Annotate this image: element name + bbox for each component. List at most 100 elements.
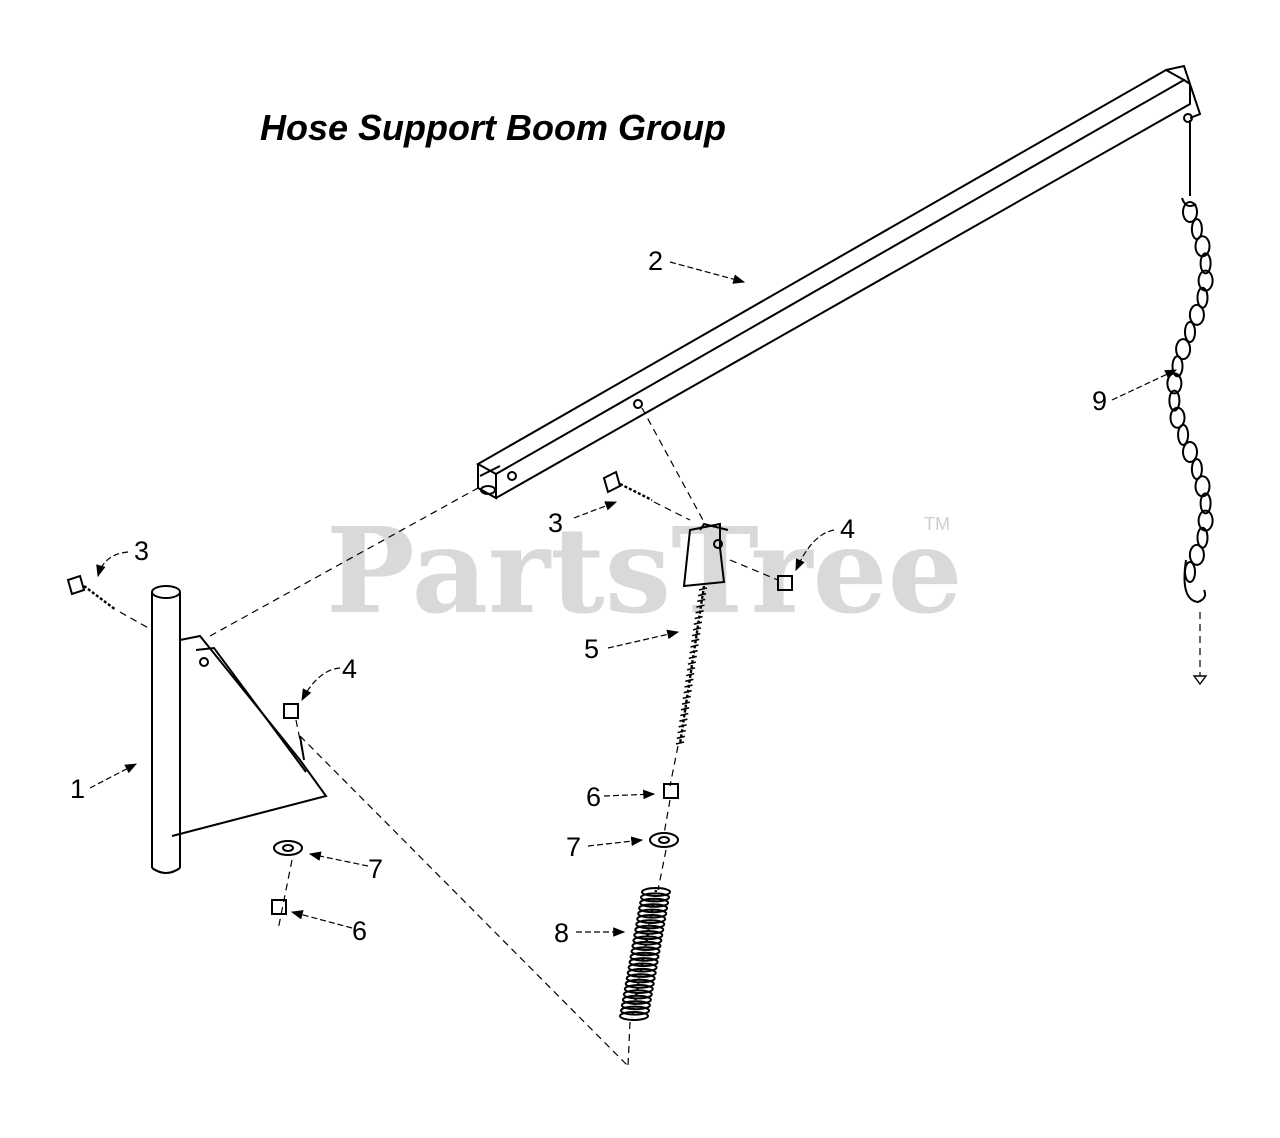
callout-8: 8 (554, 918, 569, 948)
rod-thread (683, 689, 692, 694)
rod-thread (692, 632, 701, 637)
spring-coil (620, 1005, 650, 1016)
spring-coil (633, 930, 664, 941)
spring-coil (631, 940, 662, 951)
rod-thread (682, 695, 691, 700)
boom-tube (475, 64, 1202, 500)
down-arrow-icon (1192, 675, 1208, 686)
rod-thread (692, 627, 702, 631)
rod-thread (695, 610, 704, 614)
rod-thread (680, 712, 689, 717)
spring-coil (639, 897, 670, 908)
rod-thread (678, 724, 687, 728)
chain-links (1166, 201, 1214, 583)
rod-thread (697, 598, 706, 603)
chain-link (1199, 492, 1212, 515)
chain-link (1188, 303, 1205, 326)
spring-bracket (682, 522, 729, 588)
spring-coil (626, 967, 657, 978)
spring-coil (629, 951, 660, 962)
spring-coil (621, 994, 652, 1005)
rod-thread (680, 707, 690, 711)
callout-leaders (89, 261, 1178, 937)
callout-6-center: 6 (586, 782, 601, 812)
washer-left (273, 840, 303, 856)
spring-coil (634, 924, 665, 935)
callout-5: 5 (584, 634, 599, 664)
chain-link (1184, 321, 1196, 343)
rod-thread (686, 672, 695, 677)
assembly-lines (119, 407, 1201, 1067)
chain-link (1168, 389, 1181, 412)
washer-center (649, 832, 679, 848)
spring-coil (628, 957, 659, 968)
rod-thread (696, 604, 705, 608)
chain-link (1169, 406, 1186, 429)
mast-post (151, 585, 181, 874)
nut-lower-left (271, 899, 287, 915)
spring-coil (624, 978, 655, 989)
spring-coil (641, 887, 671, 897)
spring-coil (630, 946, 661, 957)
spring-coil (622, 989, 653, 1000)
chain-link (1166, 372, 1183, 395)
rod-threads (675, 587, 708, 745)
rod-thread (689, 649, 698, 654)
rod-thread (677, 729, 686, 734)
spring-coil (619, 1011, 649, 1021)
nut-center (777, 575, 793, 591)
rod-thread (694, 615, 703, 620)
rod-thread (685, 678, 694, 683)
mounting-bracket (171, 634, 328, 837)
rod-thread (686, 667, 696, 671)
rod-thread (693, 621, 703, 625)
callout-1: 1 (70, 774, 85, 804)
rod-thread (679, 718, 688, 722)
diagram-title: Hose Support Boom Group (260, 107, 726, 148)
nut-center-lower (663, 783, 679, 799)
chain-link (1182, 441, 1198, 463)
callout-2: 2 (648, 246, 663, 276)
spring-coil (625, 973, 656, 984)
spring-coil (623, 984, 654, 994)
nut-left (283, 703, 299, 719)
callout-3-center: 3 (548, 508, 563, 538)
callout-7-center: 7 (566, 832, 581, 862)
rod-thread (684, 684, 693, 688)
chain-link (1199, 252, 1212, 275)
spring-coil (620, 1000, 651, 1011)
callout-6-left: 6 (352, 916, 367, 946)
callout-4-center: 4 (840, 514, 855, 544)
watermark: PartsTree (326, 501, 963, 640)
rod-thread (675, 741, 685, 745)
bolt-center (602, 470, 653, 502)
callout-7-left: 7 (368, 854, 383, 884)
rod-thread (676, 735, 686, 740)
spring-coil (627, 962, 658, 973)
rod-thread (698, 587, 708, 591)
rod-thread (681, 701, 691, 705)
rod-thread (687, 661, 697, 665)
bolt-left (66, 574, 117, 611)
chain-link (1177, 423, 1190, 446)
chain-link (1182, 201, 1198, 223)
spring-coil (637, 908, 668, 919)
spring-coil (640, 892, 670, 903)
spring-coil (636, 914, 667, 924)
callout-3-left: 3 (134, 536, 149, 566)
spring-coil (635, 919, 666, 930)
rod-thread (697, 592, 707, 597)
callout-4-left: 4 (342, 654, 357, 684)
rod-thread (690, 644, 699, 648)
watermark-trademark: TM (924, 514, 950, 534)
rod-thread (688, 655, 697, 660)
chain-link (1184, 561, 1196, 583)
callout-labels: 1 2 3 3 4 4 5 6 6 7 7 8 9 (70, 246, 1107, 948)
spring-coils (619, 887, 671, 1021)
chain-link (1171, 355, 1184, 378)
spring-coil (632, 935, 663, 946)
rod-thread (691, 638, 700, 643)
chain-link (1188, 543, 1205, 566)
